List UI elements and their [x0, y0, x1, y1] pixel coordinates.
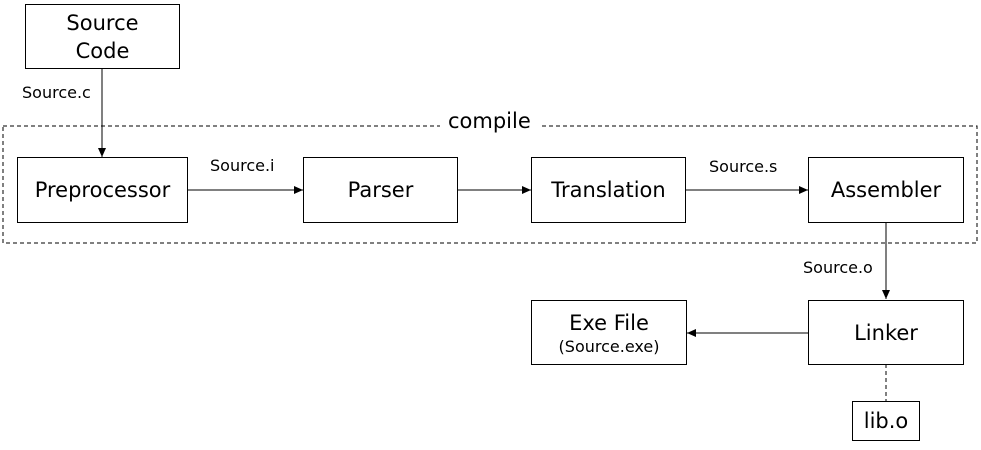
edge-label-source-o: Source.o — [803, 258, 873, 277]
node-preprocessor-label: Preprocessor — [34, 178, 171, 202]
node-exe-file-label: Exe File — [569, 310, 649, 335]
node-exe-file-sublabel: (Source.exe) — [558, 336, 660, 356]
node-assembler: Assembler — [808, 157, 964, 223]
node-linker-label: Linker — [854, 320, 918, 345]
node-preprocessor: Preprocessor — [17, 157, 188, 223]
edge-label-source-s: Source.s — [709, 157, 778, 176]
edge-label-source-c: Source.c — [22, 83, 91, 102]
node-parser: Parser — [303, 157, 458, 223]
compile-group-title: compile — [440, 108, 539, 134]
edge-label-source-i: Source.i — [210, 156, 275, 175]
node-lib: lib.o — [852, 401, 920, 441]
node-exe-file: Exe File (Source.exe) — [531, 300, 687, 365]
node-source-code-line2: Code — [75, 38, 130, 63]
node-parser-label: Parser — [347, 178, 414, 202]
node-lib-label: lib.o — [863, 409, 909, 433]
node-source-code: Source Code — [25, 4, 180, 69]
node-translation-label: Translation — [551, 178, 666, 202]
node-source-code-line1: Source — [66, 10, 139, 35]
node-assembler-label: Assembler — [830, 178, 942, 202]
node-translation: Translation — [531, 157, 686, 223]
node-linker: Linker — [808, 300, 964, 365]
